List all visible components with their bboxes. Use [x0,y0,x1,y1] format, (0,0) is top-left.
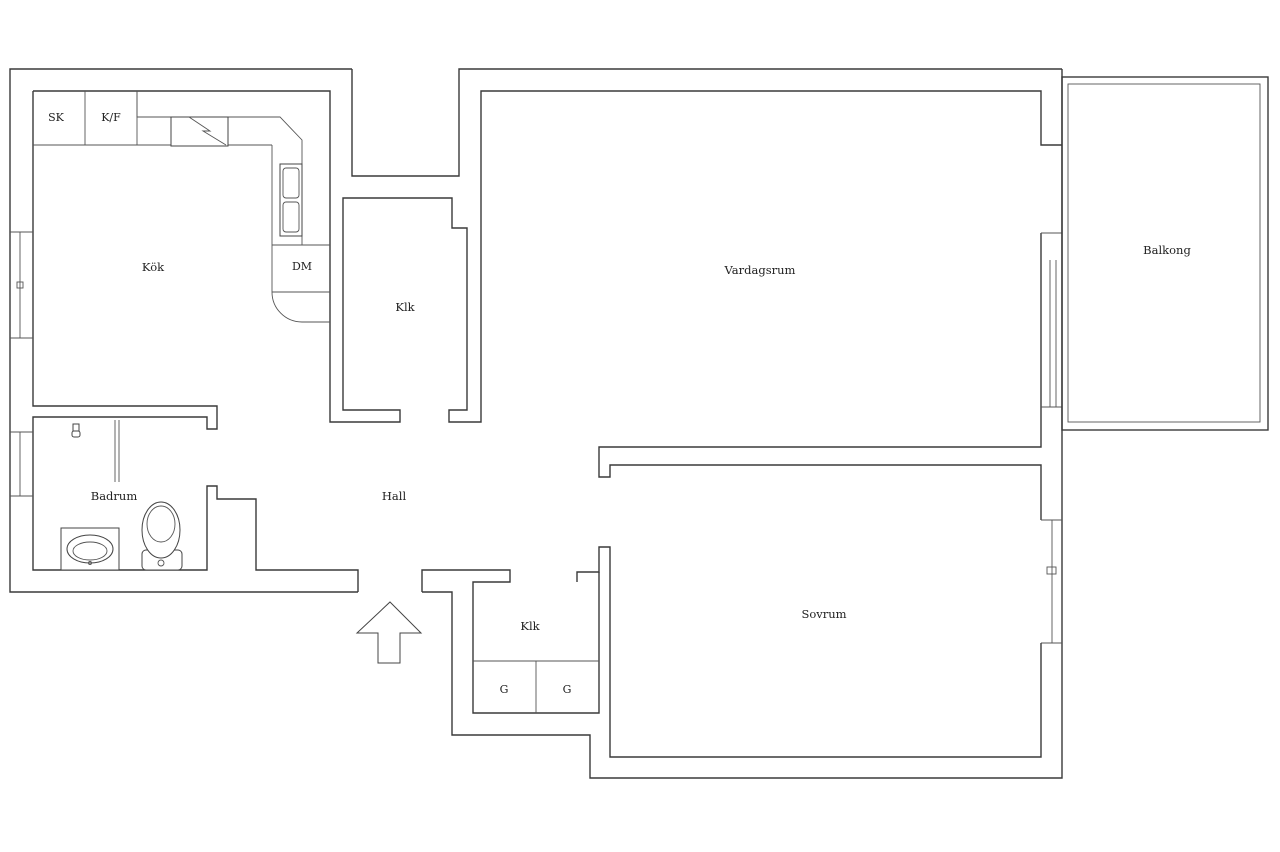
cabinet-label-sk: SK [48,111,65,124]
room-label-vardagsrum: Vardagsrum [724,263,796,277]
cabinet-label-g2: G [563,683,572,696]
cabinet-label-g1: G [500,683,509,696]
balcony [1061,76,1269,431]
bathroom-fixtures [60,420,183,571]
inner-walls [10,90,1062,758]
room-label-kok: Kök [142,260,165,274]
stove-icon [170,116,229,147]
cabinet-label-dm: DM [292,260,312,273]
kitchen-sink-icon [279,163,303,237]
outer-walls [9,68,1063,779]
room-label-hall: Hall [382,489,407,503]
room-label-sovrum: Sovrum [801,607,846,621]
shower-head-icon [71,423,81,438]
kitchen-fittings [33,91,330,323]
room-label-klk-upper: Klk [395,300,415,314]
room-label-balkong: Balkong [1143,243,1191,257]
cabinet-label-kf: K/F [101,111,121,124]
toilet-icon [141,501,183,571]
entrance-arrow-icon [355,601,423,664]
sink-icon [60,527,120,571]
room-label-klk-lower: Klk [520,619,540,633]
room-label-badrum: Badrum [91,489,138,503]
